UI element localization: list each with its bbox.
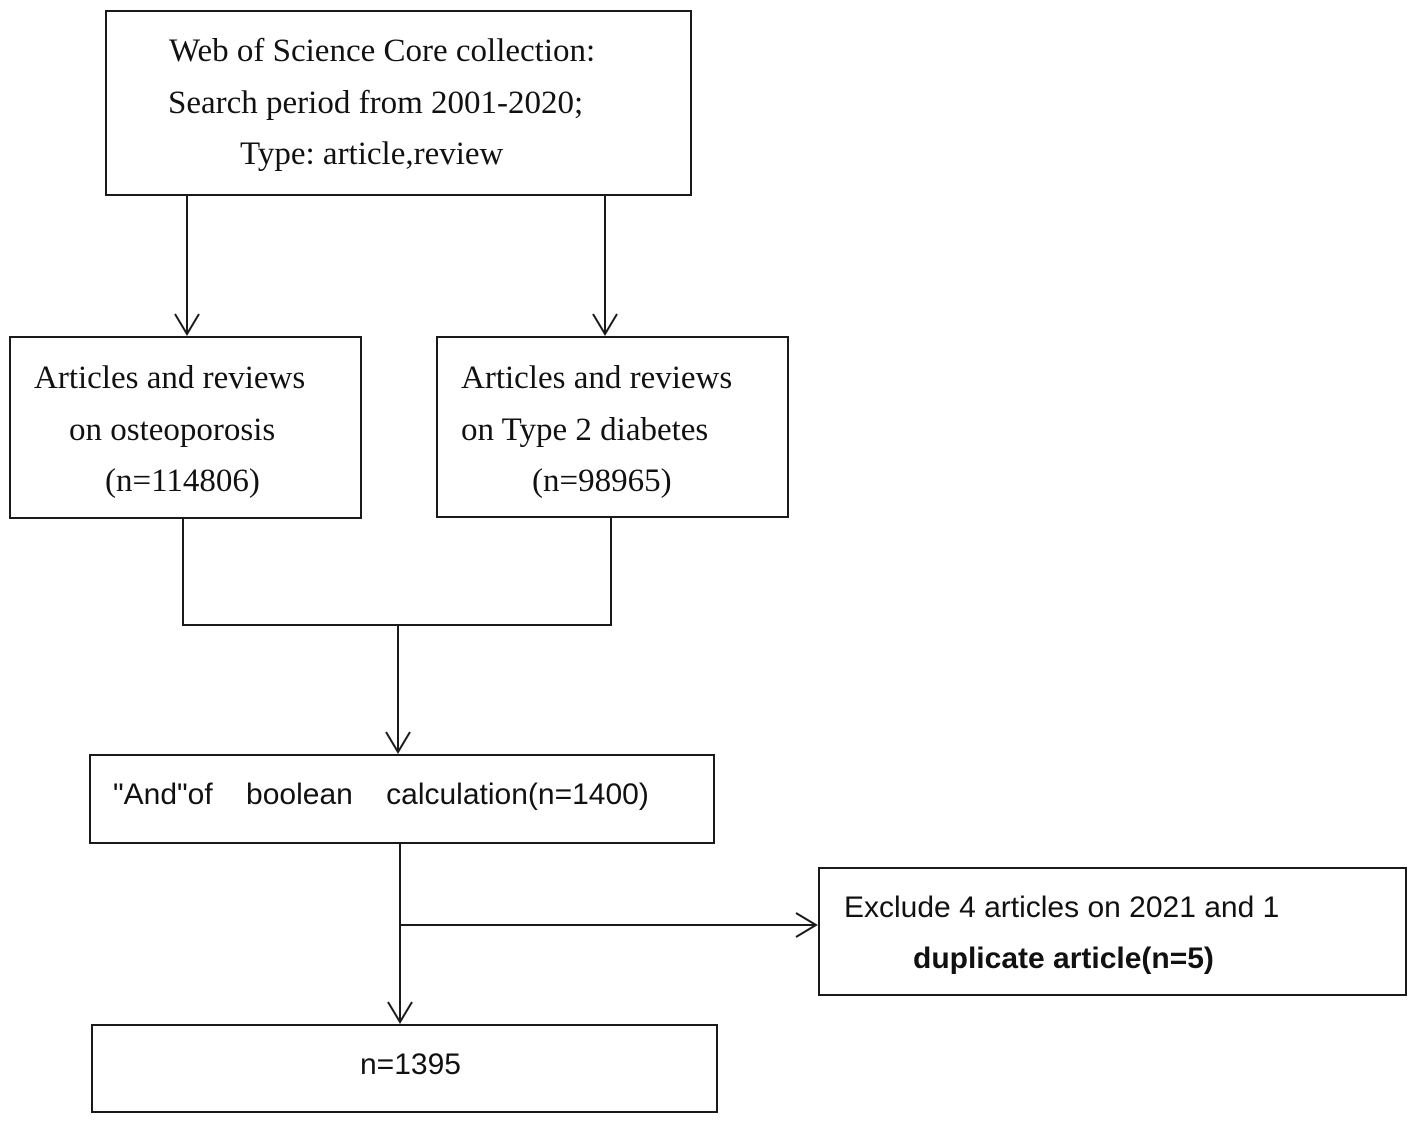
osteoporosis-box: Articles and reviews on osteoporosis (n=…: [9, 336, 362, 519]
osteoporosis-count: (n=114806): [105, 463, 260, 499]
arrowhead-osteoporosis: [174, 313, 200, 336]
source-line-2: Search period from 2001-2020;: [168, 85, 584, 121]
source-box: Web of Science Core collection: Search p…: [105, 10, 692, 196]
arrowhead-boolean: [385, 731, 411, 754]
merge-bracket: [182, 517, 612, 626]
source-line-3: Type: article,review: [240, 136, 504, 172]
exclude-line-2: duplicate article(n=5): [913, 942, 1214, 975]
arrowhead-final: [387, 1001, 413, 1024]
exclude-box: Exclude 4 articles on 2021 and 1 duplica…: [818, 867, 1407, 996]
final-count: n=1395: [360, 1048, 461, 1081]
arrowhead-exclude: [795, 912, 818, 938]
osteoporosis-line-1: Articles and reviews: [34, 360, 306, 396]
arrowhead-diabetes: [592, 313, 618, 336]
source-line-1: Web of Science Core collection:: [169, 33, 596, 69]
boolean-text: "And"of boolean calculation(n=1400): [113, 778, 649, 811]
diabetes-box: Articles and reviews on Type 2 diabetes …: [436, 336, 789, 518]
final-box: n=1395: [91, 1024, 718, 1113]
diabetes-line-1: Articles and reviews: [461, 360, 733, 396]
diabetes-count: (n=98965): [532, 463, 672, 499]
osteoporosis-line-2: on osteoporosis: [69, 412, 276, 448]
diabetes-line-2: on Type 2 diabetes: [461, 412, 709, 448]
exclude-line-1: Exclude 4 articles on 2021 and 1: [844, 891, 1280, 924]
boolean-box: "And"of boolean calculation(n=1400): [89, 754, 715, 844]
